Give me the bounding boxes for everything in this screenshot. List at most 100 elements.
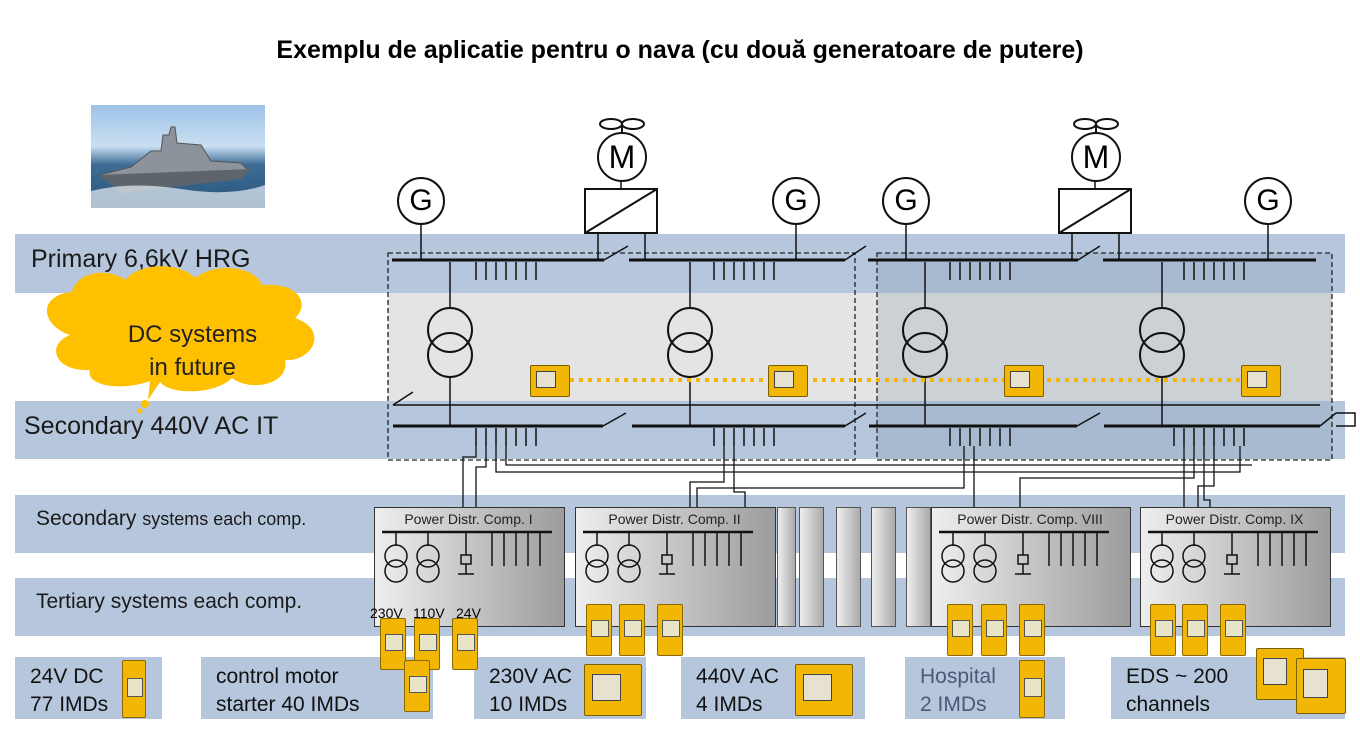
box-control-motor-line1: control motor bbox=[216, 665, 339, 688]
imd-display bbox=[1246, 371, 1267, 389]
panel-transformer-bottom bbox=[1150, 559, 1174, 583]
imd-comp8-3 bbox=[1019, 604, 1045, 656]
box-hospital-line1: Hospital bbox=[920, 665, 996, 688]
propellers bbox=[599, 118, 1119, 134]
panel-transformer-bottom bbox=[1182, 559, 1206, 583]
box-hospital-line2: 2 IMDs bbox=[920, 693, 987, 716]
panel-strip-5 bbox=[906, 507, 931, 627]
imd-comp1-24v bbox=[452, 618, 478, 670]
panel-strip-1 bbox=[777, 507, 796, 627]
imd-comp8-2 bbox=[981, 604, 1007, 656]
panel-internals bbox=[382, 530, 1318, 583]
secondary-busbars bbox=[393, 404, 1320, 428]
switchboard-imd-4 bbox=[1241, 365, 1281, 397]
imd-comp1-230v bbox=[380, 618, 406, 670]
tertiary-word: Tertiary bbox=[36, 590, 105, 613]
panel-relay bbox=[460, 554, 472, 565]
generator-2-label: G bbox=[784, 184, 808, 217]
imd-comp9-1 bbox=[1150, 604, 1176, 656]
imd-display bbox=[1225, 620, 1243, 637]
primary-bus-ties bbox=[603, 245, 1101, 261]
imd-comp2-3 bbox=[657, 604, 683, 656]
imd-comp2-1 bbox=[586, 604, 612, 656]
imd-display bbox=[457, 634, 475, 651]
ship-graphic bbox=[91, 126, 265, 208]
converters bbox=[584, 188, 1132, 234]
secondary-bus-ties bbox=[392, 391, 1356, 427]
motor-1: M bbox=[597, 132, 647, 182]
panel-transformer-bottom bbox=[585, 559, 609, 583]
switchboard-right-outline bbox=[876, 252, 1333, 461]
panel-comp-1-title: Power Distr. Comp. I bbox=[404, 511, 533, 527]
imd-440v-ac bbox=[795, 664, 853, 716]
tertiary-rest: systems each comp. bbox=[110, 590, 303, 613]
panel-transformer-top bbox=[384, 544, 408, 568]
imd-comp9-2 bbox=[1182, 604, 1208, 656]
voltage-230v: 230V bbox=[370, 605, 403, 621]
box-24v-dc-line1: 24V DC bbox=[30, 665, 104, 688]
panel-transformer-top bbox=[585, 544, 609, 568]
generator-1: G bbox=[397, 177, 445, 225]
imd-display bbox=[1155, 620, 1173, 637]
panel-transformer-bottom bbox=[384, 559, 408, 583]
imd-display bbox=[1187, 620, 1205, 637]
box-230v-ac-line1: 230V AC bbox=[489, 665, 572, 688]
imd-display bbox=[624, 620, 642, 637]
box-230v-ac: 230V AC 10 IMDs bbox=[474, 657, 646, 719]
box-24v-dc-line2: 77 IMDs bbox=[30, 693, 109, 716]
imd-display bbox=[591, 674, 621, 701]
panel-transformer-bottom bbox=[416, 559, 440, 583]
switchboard-left-outline bbox=[387, 252, 856, 461]
panel-relay bbox=[661, 554, 673, 565]
panel-transformer-top bbox=[617, 544, 641, 568]
cloud-line-1: DC systems bbox=[127, 321, 258, 348]
imd-control-motor bbox=[404, 660, 430, 712]
secondary-band bbox=[15, 401, 1345, 459]
panel-relay bbox=[1226, 554, 1238, 565]
panel-comp-8-title: Power Distr. Comp. VIII bbox=[957, 511, 1103, 527]
imd-display bbox=[126, 677, 144, 697]
voltage-110v: 110V bbox=[413, 605, 445, 621]
primary-label: Primary 6,6kV HRG bbox=[31, 245, 251, 273]
imd-display bbox=[1024, 677, 1042, 697]
panel-transformer-top bbox=[941, 544, 965, 568]
imd-24v-dc bbox=[122, 660, 146, 718]
imd-display bbox=[591, 620, 609, 637]
cloud-label: DC systems in future bbox=[85, 318, 300, 384]
switchboard-imd-2 bbox=[768, 365, 808, 397]
secondary-feeders bbox=[475, 428, 1245, 446]
ship-photo bbox=[91, 105, 265, 208]
imd-display bbox=[773, 371, 794, 389]
motor-2-label: M bbox=[1082, 139, 1110, 175]
panel-comp-9-title: Power Distr. Comp. IX bbox=[1165, 511, 1304, 527]
imd-230v-ac bbox=[584, 664, 642, 716]
panel-transformer-top bbox=[1150, 544, 1174, 568]
voltage-24v: 24V bbox=[456, 605, 481, 621]
motor-2: M bbox=[1071, 132, 1121, 182]
box-230v-ac-line2: 10 IMDs bbox=[489, 693, 568, 716]
panel-transformer-bottom bbox=[617, 559, 641, 583]
imd-display bbox=[1009, 371, 1030, 389]
imd-display bbox=[662, 620, 680, 637]
transformer-leads bbox=[449, 262, 1163, 426]
panel-transformer-top bbox=[416, 544, 440, 568]
imd-display bbox=[952, 620, 970, 637]
imd-display bbox=[419, 634, 437, 651]
panel-strip-2 bbox=[799, 507, 824, 627]
box-440v-ac-line2: 4 IMDs bbox=[696, 693, 763, 716]
generator-1-label: G bbox=[409, 184, 433, 217]
box-control-motor-line2: starter 40 IMDs bbox=[216, 693, 360, 716]
converter-leads bbox=[420, 178, 1269, 260]
secondary-systems-label: Secondary systems each comp. bbox=[36, 507, 306, 531]
imd-comp8-1 bbox=[947, 604, 973, 656]
panel-transformer-top bbox=[973, 544, 997, 568]
secondary-label: Secondary 440V AC IT bbox=[24, 412, 279, 440]
tertiary-label: Tertiary systems each comp. bbox=[36, 590, 302, 614]
panel-comp-2-title: Power Distr. Comp. II bbox=[608, 511, 741, 527]
imd-comp9-3 bbox=[1220, 604, 1246, 656]
box-440v-ac-line1: 440V AC bbox=[696, 665, 779, 688]
diagram-title: Exemplu de aplicatie pentru o nava (cu d… bbox=[276, 36, 1084, 64]
motor-1-label: M bbox=[608, 139, 636, 175]
